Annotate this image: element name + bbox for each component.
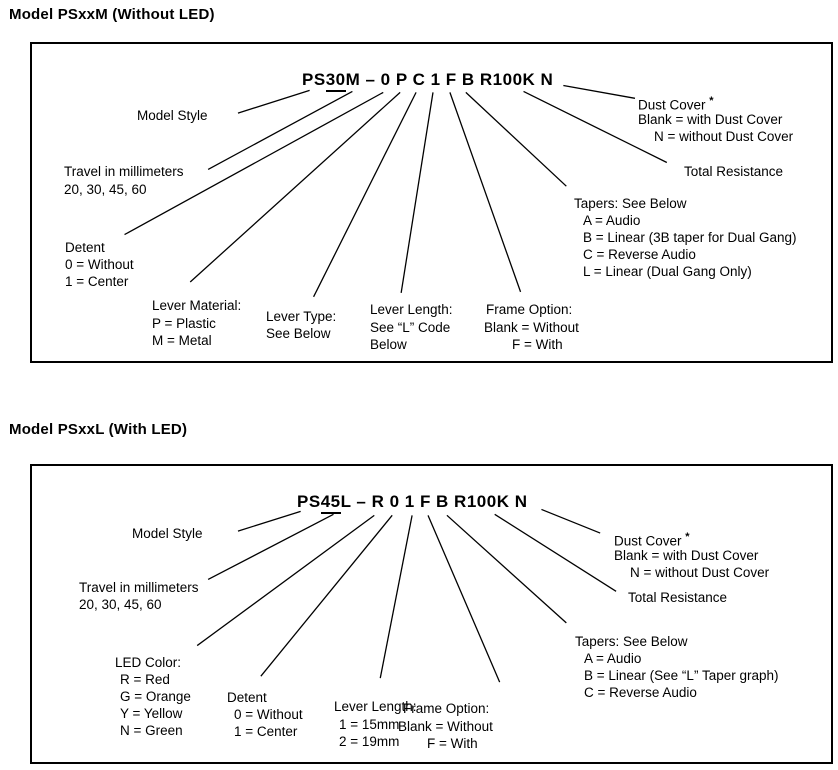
leader-lines-psxxm bbox=[124, 84, 668, 298]
dust-cover-text: Dust Cover bbox=[638, 97, 706, 113]
label-tapers-opt2: C = Reverse Audio bbox=[584, 685, 697, 700]
leader-line-dust-cover bbox=[541, 508, 601, 534]
diagram-box-psxxl: PS45L – R 0 1 F B R100K N Model Style Tr… bbox=[30, 464, 833, 764]
pn-prefix: PS bbox=[297, 492, 321, 511]
label-dust-cover-opt0: Blank = with Dust Cover bbox=[614, 548, 759, 563]
label-tapers-opt1: B = Linear (See “L” Taper graph) bbox=[584, 668, 779, 683]
label-dust-cover-title: Dust Cover * bbox=[614, 529, 690, 550]
label-dust-cover-title: Dust Cover * bbox=[638, 93, 714, 114]
label-travel-line2: 20, 30, 45, 60 bbox=[79, 597, 162, 612]
label-detent-opt1: 1 = Center bbox=[65, 274, 129, 289]
leader-line-detent bbox=[124, 91, 384, 236]
leader-line-model-style bbox=[237, 510, 301, 532]
diagram-box-psxxm: PS30M – 0 P C 1 F B R100K N Model Style … bbox=[30, 42, 833, 363]
leader-lines-psxxl bbox=[196, 508, 617, 683]
leader-line-travel bbox=[207, 513, 334, 581]
leader-line-lever-length bbox=[400, 92, 434, 293]
dust-cover-text: Dust Cover bbox=[614, 533, 682, 549]
label-frame-option-opt0: Blank = Without bbox=[484, 320, 579, 335]
label-lever-length-opt1: 2 = 19mm bbox=[339, 734, 400, 749]
label-lever-length-title: Lever Length: bbox=[334, 699, 417, 714]
leader-line-lever-length bbox=[379, 515, 413, 679]
label-travel-line1: Travel in millimeters bbox=[64, 164, 184, 179]
label-detent-title: Detent bbox=[65, 240, 105, 255]
part-number-psxxl: PS45L – R 0 1 F B R100K N bbox=[297, 492, 528, 514]
label-frame-option-opt1: F = With bbox=[427, 736, 478, 751]
label-led-color-opt1: G = Orange bbox=[120, 689, 191, 704]
label-tapers-title: Tapers: See Below bbox=[574, 196, 687, 211]
label-tapers-opt3: L = Linear (Dual Gang Only) bbox=[583, 264, 752, 279]
leader-line-lever-material bbox=[189, 91, 401, 283]
section-title-psxxm: Model PSxxM (Without LED) bbox=[9, 6, 215, 23]
label-lever-length-line2: See “L” Code bbox=[370, 320, 451, 335]
label-frame-option-title: Frame Option: bbox=[403, 701, 490, 716]
label-model-style: Model Style bbox=[132, 526, 203, 541]
label-tapers-opt0: A = Audio bbox=[584, 651, 642, 666]
label-lever-type-line2: See Below bbox=[266, 326, 331, 341]
leader-line-frame-option bbox=[427, 515, 501, 683]
asterisk-footnote: * bbox=[685, 531, 690, 543]
label-frame-option-opt0: Blank = Without bbox=[398, 719, 493, 734]
pn-suffix: M – 0 P C 1 F B R100K N bbox=[345, 70, 554, 89]
label-lever-material-opt0: P = Plastic bbox=[152, 316, 216, 331]
label-detent-opt0: 0 = Without bbox=[65, 257, 134, 272]
label-tapers-title: Tapers: See Below bbox=[575, 634, 688, 649]
pn-travel-code: 30 bbox=[325, 70, 346, 92]
leader-line-frame-option bbox=[449, 92, 522, 293]
label-detent-opt1: 1 = Center bbox=[234, 724, 298, 739]
label-model-style: Model Style bbox=[137, 108, 208, 123]
part-number-psxxm: PS30M – 0 P C 1 F B R100K N bbox=[302, 70, 554, 92]
leader-line-detent bbox=[260, 514, 393, 677]
leader-line-model-style bbox=[237, 89, 310, 114]
pn-prefix: PS bbox=[302, 70, 326, 89]
label-led-color-opt0: R = Red bbox=[120, 672, 170, 687]
leader-line-led-color bbox=[196, 514, 375, 647]
label-led-color-opt2: Y = Yellow bbox=[120, 706, 183, 721]
label-lever-length-line1: Lever Length: bbox=[370, 302, 453, 317]
leader-line-dust-cover bbox=[563, 84, 636, 99]
label-lever-material-opt1: M = Metal bbox=[152, 333, 212, 348]
leader-line-total-resistance bbox=[494, 513, 617, 592]
label-travel-line2: 20, 30, 45, 60 bbox=[64, 182, 147, 197]
label-frame-option-title: Frame Option: bbox=[486, 302, 573, 317]
label-detent-title: Detent bbox=[227, 690, 267, 705]
label-total-resistance: Total Resistance bbox=[628, 590, 728, 605]
label-frame-option-opt1: F = With bbox=[512, 337, 563, 352]
leader-line-total-resistance bbox=[523, 90, 668, 164]
label-lever-material-title: Lever Material: bbox=[152, 298, 242, 313]
leader-line-travel bbox=[207, 90, 353, 170]
leader-line-tapers bbox=[465, 91, 567, 187]
label-tapers-opt0: A = Audio bbox=[583, 213, 641, 228]
label-dust-cover-opt1: N = without Dust Cover bbox=[654, 129, 794, 144]
section-title-psxxl: Model PSxxL (With LED) bbox=[9, 421, 188, 438]
label-total-resistance: Total Resistance bbox=[684, 164, 784, 179]
label-tapers-opt1: B = Linear (3B taper for Dual Gang) bbox=[583, 230, 797, 245]
pn-suffix: L – R 0 1 F B R100K N bbox=[340, 492, 528, 511]
label-lever-type-line1: Lever Type: bbox=[266, 309, 337, 324]
label-led-color-title: LED Color: bbox=[115, 655, 182, 670]
label-dust-cover-opt1: N = without Dust Cover bbox=[630, 565, 770, 580]
leader-line-tapers bbox=[446, 514, 567, 624]
pn-travel-code: 45 bbox=[320, 492, 341, 514]
label-detent-opt0: 0 = Without bbox=[234, 707, 303, 722]
label-lever-length-line3: Below bbox=[370, 337, 407, 352]
label-tapers-opt2: C = Reverse Audio bbox=[583, 247, 696, 262]
label-led-color-opt3: N = Green bbox=[120, 723, 183, 738]
label-dust-cover-opt0: Blank = with Dust Cover bbox=[638, 112, 783, 127]
asterisk-footnote: * bbox=[709, 95, 714, 107]
label-travel-line1: Travel in millimeters bbox=[79, 580, 199, 595]
label-lever-length-opt0: 1 = 15mm bbox=[339, 717, 400, 732]
leader-line-lever-type bbox=[313, 92, 417, 298]
